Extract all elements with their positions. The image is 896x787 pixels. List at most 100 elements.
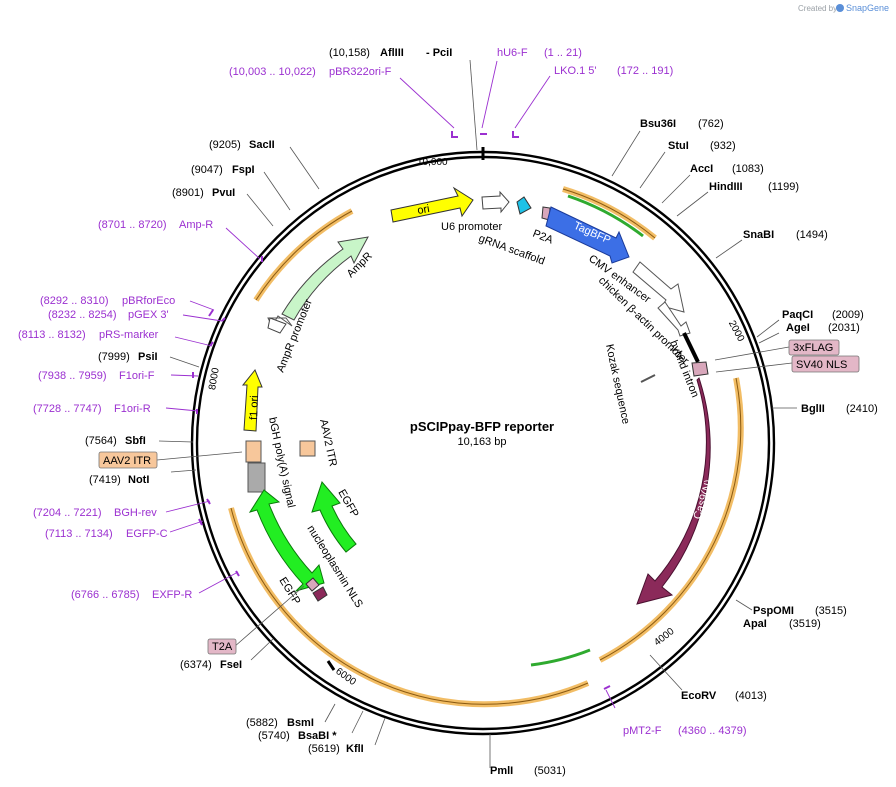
tick-label-4000: 4000 xyxy=(652,626,677,649)
primer-exfpr-pos: (6766 .. 6785) xyxy=(71,589,140,601)
site-noti-pos: (7419) xyxy=(89,474,121,486)
site-psii-name[interactable]: PsiI xyxy=(138,351,158,363)
primer-ampr-pos: (8701 .. 8720) xyxy=(98,219,167,231)
site-stui-name[interactable]: StuI xyxy=(668,140,689,152)
ampr-arrow[interactable] xyxy=(281,236,369,321)
site-acci-name[interactable]: AccI xyxy=(690,163,713,175)
primer-ampr-name[interactable]: Amp-R xyxy=(179,219,213,231)
aav2-itr-box-left[interactable] xyxy=(245,440,262,463)
plasmid-length: 10,163 bp xyxy=(458,436,507,448)
ampr-band-line xyxy=(255,210,353,301)
aav2-itr-box-right[interactable] xyxy=(299,440,316,457)
tick-label-8000: 8000 xyxy=(207,367,222,391)
u6-promoter-label: U6 promoter xyxy=(441,221,502,233)
site-paqci-name[interactable]: PaqCI xyxy=(782,309,813,321)
primer-pgex-name[interactable]: pGEX 3' xyxy=(128,309,169,321)
3xflag-box[interactable] xyxy=(691,361,709,377)
primer-f1orif-pos: (7938 .. 7959) xyxy=(38,370,107,382)
primer-leader-lines xyxy=(165,60,616,709)
primer-hu6-name[interactable]: hU6-F xyxy=(497,47,528,59)
tick-6000 xyxy=(326,660,336,671)
site-snabi-name[interactable]: SnaBI xyxy=(743,229,774,241)
site-hindiii-name[interactable]: HindIII xyxy=(709,181,743,193)
site-agei-name[interactable]: AgeI xyxy=(786,322,810,334)
site-fsei-name[interactable]: FseI xyxy=(220,659,242,671)
primer-pbrforeco-name[interactable]: pBRforEco xyxy=(122,295,175,307)
cas9-arrow[interactable] xyxy=(636,377,711,605)
site-bsabi-pos: (5740) xyxy=(258,730,290,742)
site-sacii-pos: (9205) xyxy=(209,139,241,151)
green-arrow-top xyxy=(567,194,644,238)
site-bglii-name[interactable]: BglII xyxy=(801,403,825,415)
hybrid-intron-bar[interactable] xyxy=(682,332,700,363)
primer-f1orif-name[interactable]: F1ori-F xyxy=(119,370,155,382)
primer-prs-name[interactable]: pRS-marker xyxy=(99,329,159,341)
primer-lko-name[interactable]: LKO.1 5' xyxy=(554,65,596,77)
site-sacii-name[interactable]: SacII xyxy=(249,139,275,151)
site-fspi-name[interactable]: FspI xyxy=(232,164,255,176)
primer-pbr322ori-name[interactable]: pBR322ori-F xyxy=(329,66,392,78)
snapgene-brand: SnapGene xyxy=(846,3,889,13)
nucleoplasmin-marker[interactable] xyxy=(312,586,328,602)
site-noti-name[interactable]: NotI xyxy=(128,474,149,486)
site-ecorv-name[interactable]: EcoRV xyxy=(681,690,717,702)
egfp-arrow-inner[interactable] xyxy=(311,481,357,553)
site-kfli-name[interactable]: KflI xyxy=(346,743,364,755)
primer-pmt2f-pos: (4360 .. 4379) xyxy=(678,725,747,737)
sv40-nls-label-box[interactable] xyxy=(791,355,860,373)
site-fsei-pos: (6374) xyxy=(180,659,212,671)
3xflag-label-box[interactable] xyxy=(788,339,840,356)
site-pvui-name[interactable]: PvuI xyxy=(212,187,235,199)
tagbfp-arrow[interactable] xyxy=(545,206,630,264)
primer-egfpc-pos: (7113 .. 7134) xyxy=(45,528,113,540)
primer-f1orir-name[interactable]: F1ori-R xyxy=(114,403,151,415)
site-apai-name[interactable]: ApaI xyxy=(743,618,767,630)
primer-pmt2f-name[interactable]: pMT2-F xyxy=(623,725,662,737)
egfp-arrow-outer[interactable] xyxy=(248,489,325,593)
t2a-marker[interactable] xyxy=(305,577,320,592)
f1-ori-arrow[interactable] xyxy=(241,369,263,432)
f1-ori-label: f1 ori xyxy=(248,395,261,420)
u6-promoter-arrow[interactable] xyxy=(481,190,510,214)
primer-exfpr-name[interactable]: EXFP-R xyxy=(152,589,192,601)
ampr-promoter-box[interactable] xyxy=(267,317,287,334)
site-ecorv-pos: (4013) xyxy=(735,690,767,702)
site-bsu36i-name[interactable]: Bsu36I xyxy=(640,118,676,130)
primer-markers xyxy=(192,131,611,690)
box-leaders xyxy=(156,346,793,648)
site-agei-pos: (2031) xyxy=(828,322,860,334)
3xflag-label: 3xFLAG xyxy=(793,342,833,354)
cas9-label: Cas9(N) xyxy=(691,478,715,521)
grna-scaffold-arrow[interactable] xyxy=(516,196,532,215)
primer-pbrforeco-pos: (8292 .. 8310) xyxy=(40,295,109,307)
site-bglii-pos: (2410) xyxy=(846,403,878,415)
aav2-itr-label-box[interactable] xyxy=(98,451,158,469)
cmv-enhancer-arrow[interactable] xyxy=(632,261,685,313)
site-pspomi-name[interactable]: PspOMI xyxy=(753,605,794,617)
bgh-polya-box[interactable] xyxy=(247,462,266,493)
ori-arrow[interactable] xyxy=(390,186,474,223)
primer-pbr322ori-pos: (10,003 .. 10,022) xyxy=(229,66,316,78)
primer-prs-pos: (8113 .. 8132) xyxy=(18,329,86,341)
site-bsmi-name[interactable]: BsmI xyxy=(287,717,314,729)
site-pvui-pos: (8901) xyxy=(172,187,204,199)
site-leader-lines xyxy=(158,59,797,768)
ori-label: ori xyxy=(416,203,430,217)
site-paqci-pos: (2009) xyxy=(832,309,864,321)
primer-egfpc-name[interactable]: EGFP-C xyxy=(126,528,168,540)
t2a-label-box[interactable] xyxy=(207,638,237,655)
primer-pgex-pos: (8232 .. 8254) xyxy=(48,309,117,321)
site-bsmi-pos: (5882) xyxy=(246,717,278,729)
site-aflIII-name[interactable]: AflIII xyxy=(380,47,404,59)
primer-bgh-name[interactable]: BGH-rev xyxy=(114,507,157,519)
site-bsabi-name[interactable]: BsaBI * xyxy=(298,730,337,742)
site-pmli-name[interactable]: PmlI xyxy=(490,765,513,777)
site-apai-pos: (3519) xyxy=(789,618,821,630)
site-sbfi-name[interactable]: SbfI xyxy=(125,435,146,447)
kozak-marker[interactable] xyxy=(640,374,656,383)
site-pciI-name[interactable]: - PciI xyxy=(426,47,452,59)
kozak-label: Kozak sequence xyxy=(603,343,632,425)
site-sbfi-pos: (7564) xyxy=(85,435,117,447)
site-fspi-pos: (9047) xyxy=(191,164,223,176)
green-arrow-bottom xyxy=(530,648,591,667)
